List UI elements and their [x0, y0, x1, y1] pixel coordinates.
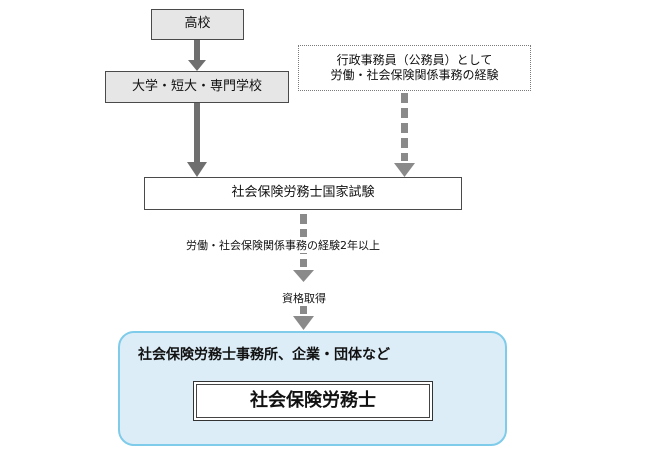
- node-high-school-label: 高校: [184, 16, 211, 32]
- label-qualification: 資格取得: [280, 290, 328, 306]
- node-exam: 社会保険労務士国家試験: [144, 177, 462, 210]
- node-university-label: 大学・短大・専門学校: [131, 78, 262, 94]
- label-experience-requirement: 労働・社会保険関係事務の経験2年以上: [184, 237, 382, 253]
- node-exam-label: 社会保険労務士国家試験: [231, 185, 375, 201]
- node-civil-servant: 行政事務員（公務員）として 労働・社会保険関係事務の経験: [298, 45, 531, 91]
- arrow-qualification-to-workplace: [293, 306, 314, 330]
- node-civil-servant-line2: 労働・社会保険関係事務の経験: [330, 68, 499, 82]
- node-profession-label: 社会保険労務士: [250, 389, 376, 411]
- arrow-highschool-to-university: [188, 40, 206, 71]
- node-high-school: 高校: [151, 9, 244, 40]
- arrow-civil-servant-to-exam: [394, 93, 415, 177]
- node-profession: 社会保険労務士: [193, 381, 433, 421]
- workplace-panel: 社会保険労務士事務所、企業・団体など 社会保険労務士: [118, 331, 507, 446]
- arrow-university-to-exam: [187, 103, 207, 177]
- node-university: 大学・短大・専門学校: [105, 71, 289, 103]
- node-civil-servant-line1: 行政事務員（公務員）として: [336, 53, 493, 67]
- workplace-panel-title: 社会保険労務士事務所、企業・団体など: [138, 347, 390, 363]
